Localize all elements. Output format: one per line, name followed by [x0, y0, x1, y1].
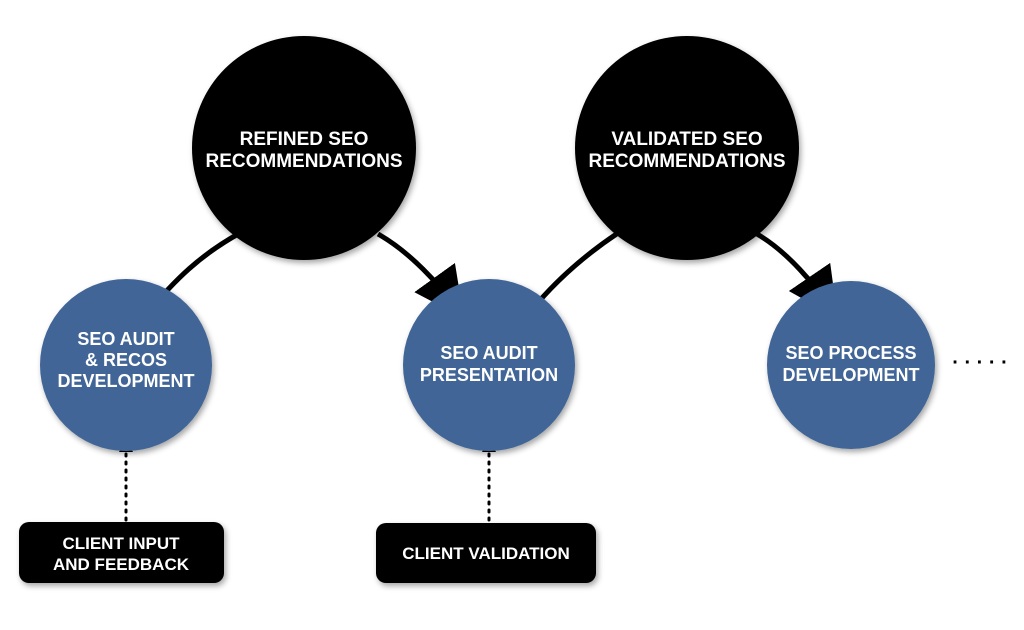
audit-dev-label-line1: SEO AUDIT	[77, 329, 174, 349]
process-development-node: SEO PROCESS DEVELOPMENT	[767, 281, 935, 449]
refined-recommendations-node: REFINED SEO RECOMMENDATIONS	[192, 36, 416, 260]
client-input-label-line2: AND FEEDBACK	[53, 555, 190, 574]
audit-dev-label-line3: DEVELOPMENT	[57, 371, 194, 391]
validated-label-line2: RECOMMENDATIONS	[588, 151, 785, 172]
client-validation-label: CLIENT VALIDATION	[402, 544, 569, 563]
client-input-label-line1: CLIENT INPUT	[62, 534, 180, 553]
client-input-box: CLIENT INPUT AND FEEDBACK	[19, 522, 224, 583]
process-dev-label-line2: DEVELOPMENT	[782, 365, 919, 385]
audit-pres-label-line2: PRESENTATION	[420, 365, 558, 385]
continuation-ellipsis: · · · · ·	[952, 352, 1008, 374]
validated-recommendations-node: VALIDATED SEO RECOMMENDATIONS	[575, 36, 799, 260]
audit-development-node: SEO AUDIT & RECOS DEVELOPMENT	[40, 279, 212, 451]
audit-presentation-node: SEO AUDIT PRESENTATION	[403, 279, 575, 451]
refined-label-line2: RECOMMENDATIONS	[205, 151, 402, 172]
process-dev-label-line1: SEO PROCESS	[785, 343, 916, 363]
client-validation-box: CLIENT VALIDATION	[376, 523, 596, 583]
validated-label-line1: VALIDATED SEO	[611, 129, 762, 150]
refined-label-line1: REFINED SEO	[240, 129, 369, 150]
audit-pres-label-line1: SEO AUDIT	[440, 343, 537, 363]
audit-dev-label-line2: & RECOS	[85, 350, 167, 370]
